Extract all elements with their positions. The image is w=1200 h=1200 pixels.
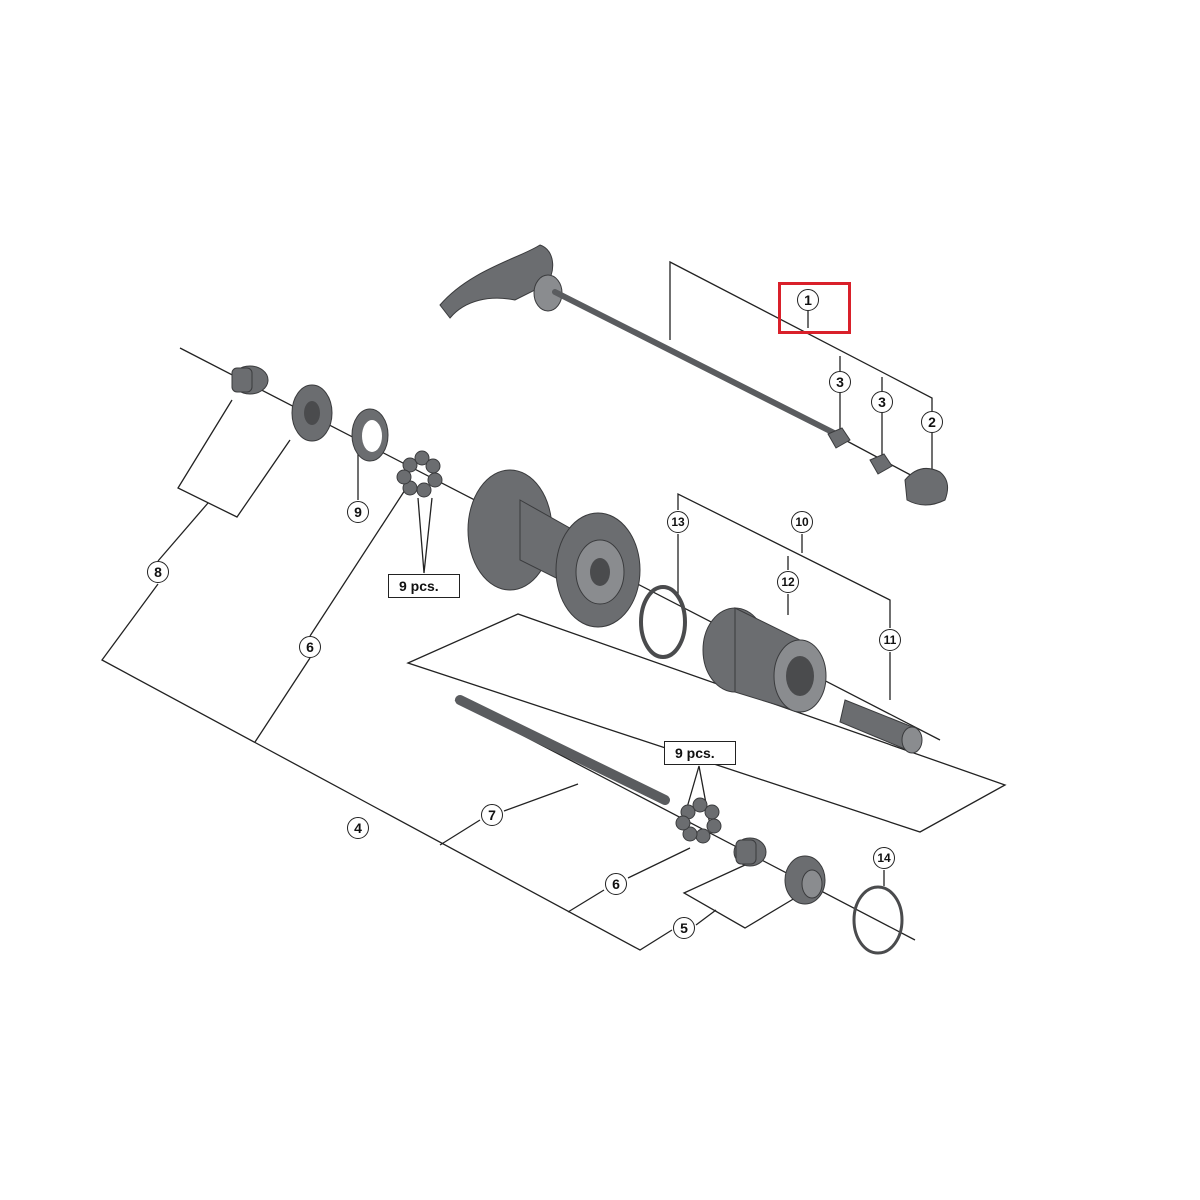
callout-12[interactable]: 12 <box>777 571 799 593</box>
axle-part-7 <box>455 695 670 805</box>
spring-part-3b <box>869 453 893 475</box>
freehub-group-frame <box>406 613 1007 833</box>
freehub-bolt-part-11 <box>839 699 923 754</box>
callout-5[interactable]: 5 <box>673 917 695 939</box>
ball-bearings-lower <box>675 797 722 844</box>
lock-nut-part-lower <box>784 855 826 905</box>
callout-10[interactable]: 10 <box>791 511 813 533</box>
callout-14[interactable]: 14 <box>873 847 895 869</box>
spacer-ring-part-14 <box>852 885 904 955</box>
callout-8[interactable]: 8 <box>147 561 169 583</box>
leader-lines <box>101 260 933 951</box>
callout-3[interactable]: 3 <box>829 371 851 393</box>
callout-11[interactable]: 11 <box>879 629 901 651</box>
callout-4[interactable]: 4 <box>347 817 369 839</box>
callout-6[interactable]: 6 <box>605 873 627 895</box>
callout-7[interactable]: 7 <box>481 804 503 826</box>
spring-part-3a <box>827 427 851 449</box>
hub-body-part <box>467 469 641 628</box>
nut-part-2 <box>904 467 949 506</box>
callout-6[interactable]: 6 <box>299 636 321 658</box>
freehub-body-part-12 <box>702 607 827 713</box>
cone-part <box>291 384 333 442</box>
cone-part-lower <box>733 837 767 867</box>
quick-release-skewer <box>439 244 843 439</box>
quantity-label-lower: 9 pcs. <box>664 741 736 765</box>
callout-2[interactable]: 2 <box>921 411 943 433</box>
lock-nut-part <box>231 365 269 395</box>
callout-13[interactable]: 13 <box>667 511 689 533</box>
o-ring-part-13 <box>639 585 687 659</box>
callout-3[interactable]: 3 <box>871 391 893 413</box>
highlight-box-part-1 <box>778 282 851 334</box>
seal-ring-part-9 <box>351 408 389 462</box>
quantity-label-upper: 9 pcs. <box>388 574 460 598</box>
ball-bearings-upper <box>396 450 443 498</box>
callout-9[interactable]: 9 <box>347 501 369 523</box>
callout-1[interactable]: 1 <box>797 289 819 311</box>
